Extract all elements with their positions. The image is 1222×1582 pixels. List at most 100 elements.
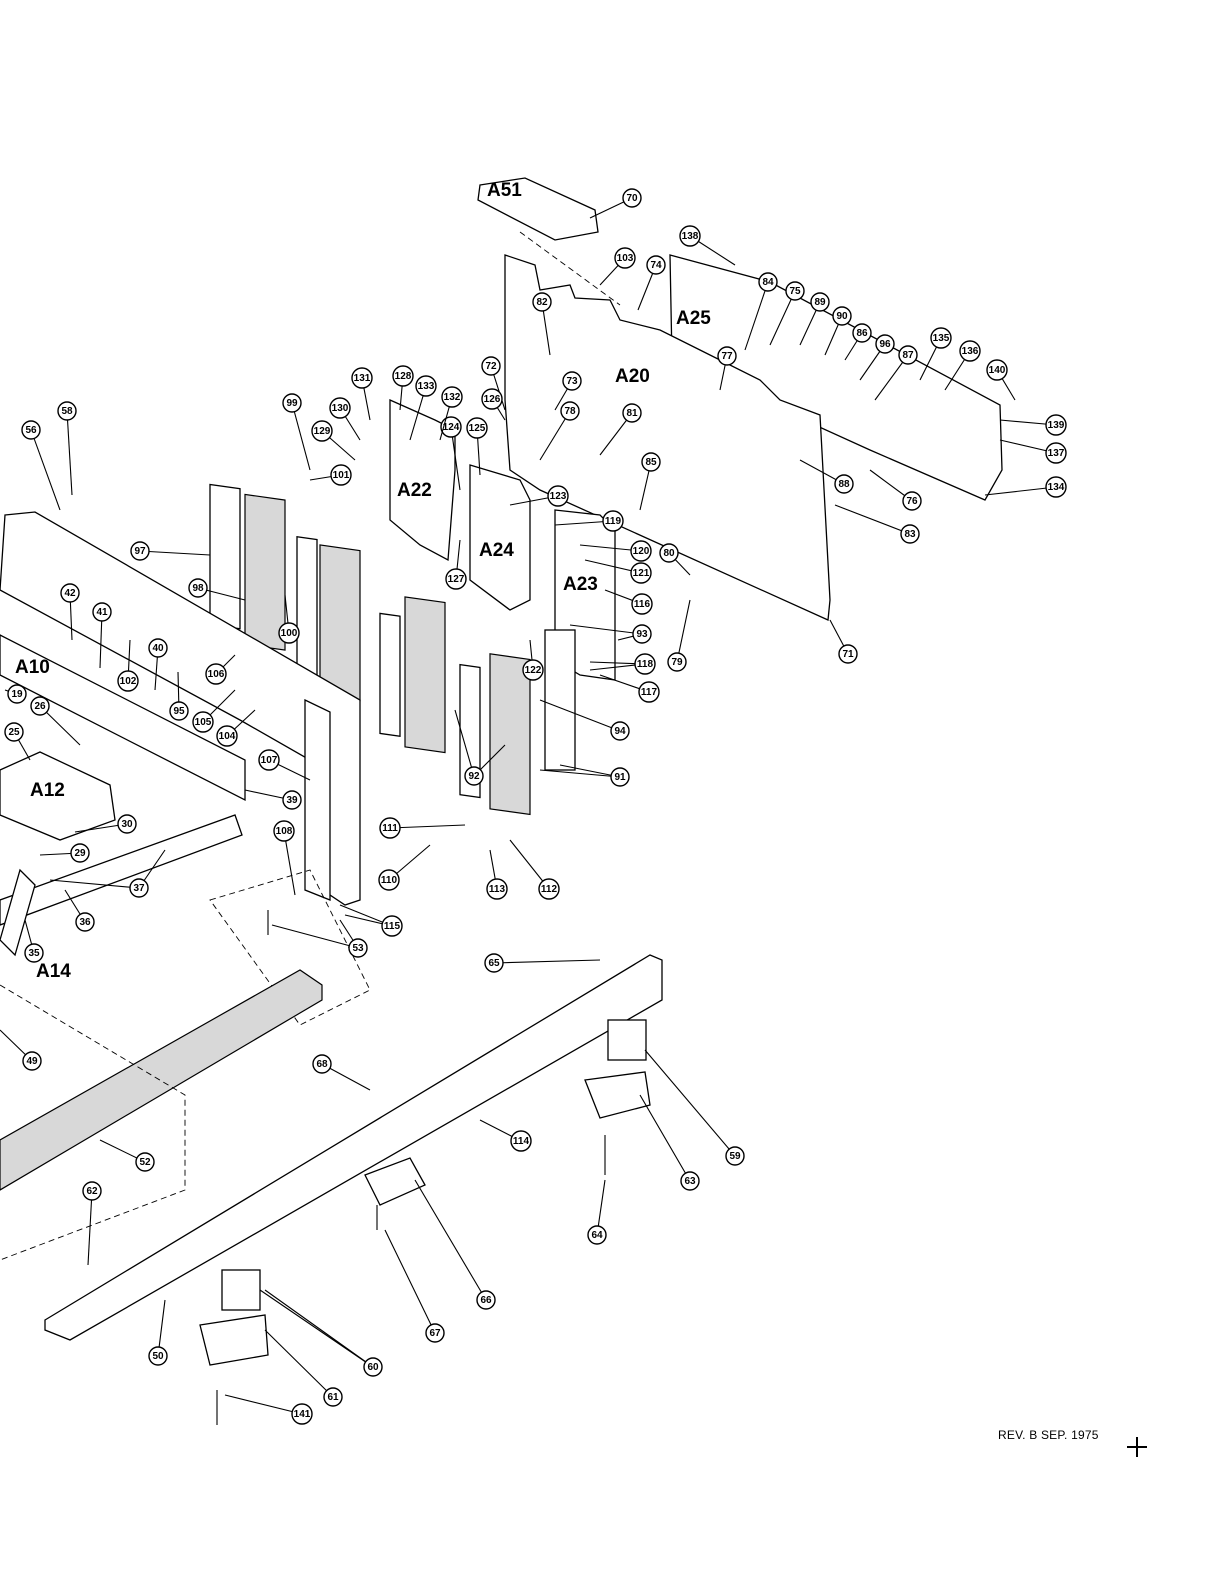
callout-balloon (838, 644, 858, 664)
callout-balloon (282, 393, 302, 413)
leader-line (384, 1229, 436, 1334)
callout-balloon (216, 725, 238, 747)
callout-number: 98 (192, 583, 204, 594)
leader-line (66, 410, 73, 496)
callout-balloon (7, 684, 27, 704)
callout-balloon (622, 403, 642, 423)
callout-number: 30 (121, 819, 133, 830)
callout-number: 124 (443, 422, 460, 433)
callout-balloon (532, 292, 552, 312)
callout-number: 53 (352, 943, 364, 954)
callout-110: 110 (378, 844, 431, 891)
callout-100: 100 (278, 594, 300, 644)
callout-29: 29 (39, 843, 90, 863)
callout-balloon (22, 1051, 42, 1071)
callout-balloon (785, 281, 805, 301)
label-a12: A12 (30, 780, 65, 801)
callout-84: 84 (744, 272, 778, 351)
callout-number: 58 (61, 406, 73, 417)
label-a25: A25 (676, 308, 711, 329)
callout-140: 140 (986, 359, 1016, 401)
screws (216, 910, 606, 1425)
callout-119: 119 (554, 510, 624, 532)
foot-63 (584, 1071, 651, 1119)
callout-59: 59 (644, 1049, 745, 1166)
leader-line (769, 290, 796, 346)
callout-95: 95 (169, 671, 189, 721)
callout-89: 89 (799, 292, 830, 346)
callout-number: 127 (448, 574, 465, 585)
callout-balloon (610, 721, 630, 741)
callout-balloon (986, 359, 1008, 381)
callout-63: 63 (639, 1094, 700, 1191)
callout-104: 104 (216, 709, 256, 747)
callout-balloon (486, 878, 508, 900)
callout-balloon (130, 541, 150, 561)
callout-number: 128 (395, 371, 412, 382)
callout-number: 49 (26, 1056, 38, 1067)
callout-number: 101 (333, 470, 350, 481)
callout-balloon (898, 345, 918, 365)
callout-136: 136 (944, 340, 981, 391)
callout-number: 113 (489, 884, 506, 895)
callout-39: 39 (244, 789, 302, 810)
label-a51: A51 (487, 180, 522, 201)
callout-131: 131 (351, 367, 373, 421)
callout-balloon (834, 474, 854, 494)
callout-balloon (379, 817, 401, 839)
callout-number: 107 (261, 755, 278, 766)
callout-130: 130 (329, 397, 361, 441)
callout-balloon (311, 420, 333, 442)
callout-balloon (392, 365, 414, 387)
callout-108: 108 (273, 820, 296, 896)
callout-number: 111 (382, 823, 398, 834)
leader-line (87, 1190, 93, 1266)
callout-102: 102 (117, 639, 139, 692)
callout-number: 52 (139, 1157, 151, 1168)
callout-85: 85 (639, 452, 661, 511)
callout-balloon (717, 346, 737, 366)
leader-line (559, 764, 621, 778)
callout-number: 35 (28, 948, 40, 959)
callout-number: 100 (281, 628, 298, 639)
callout-number: 97 (134, 546, 146, 557)
callout-balloon (832, 306, 852, 326)
board-a12 (0, 751, 116, 841)
callout-number: 130 (332, 403, 349, 414)
callout-number: 36 (79, 917, 91, 928)
extrusion-52 (0, 969, 323, 1191)
callout-132: 132 (439, 386, 463, 441)
callout-number: 137 (1048, 448, 1065, 459)
card-guide-97a (209, 483, 241, 630)
callout-number: 108 (276, 826, 293, 837)
callout-balloon (258, 749, 280, 771)
label-a20: A20 (615, 366, 650, 387)
callout-137: 137 (999, 439, 1067, 464)
callout-93: 93 (569, 624, 652, 644)
callout-number: 80 (663, 548, 675, 559)
callout-balloon (641, 452, 661, 472)
callout-number: 39 (286, 795, 298, 806)
callout-number: 63 (684, 1176, 696, 1187)
leader-line (539, 699, 621, 732)
callouts: 7013810374847589908696871351361401391371… (0, 188, 1067, 1425)
label-a23: A23 (563, 574, 598, 595)
callout-91: 91 (559, 764, 630, 787)
callout-118: 118 (589, 653, 656, 675)
callout-balloon (1045, 476, 1067, 498)
callout-25: 25 (4, 722, 31, 761)
label-a14: A14 (36, 961, 71, 982)
callout-number: 118 (637, 659, 654, 670)
callout-number: 119 (605, 516, 622, 527)
callout-number: 86 (856, 328, 868, 339)
leader-line (283, 830, 296, 896)
foot-59b (221, 1269, 261, 1311)
callout-balloon (679, 225, 701, 247)
callout-83: 83 (834, 504, 920, 544)
callout-99: 99 (282, 393, 311, 471)
callout-number: 71 (842, 649, 854, 660)
callout-61: 61 (264, 1329, 343, 1407)
callout-balloon (169, 701, 189, 721)
callout-141: 141 (224, 1394, 313, 1425)
callout-balloon (810, 292, 830, 312)
